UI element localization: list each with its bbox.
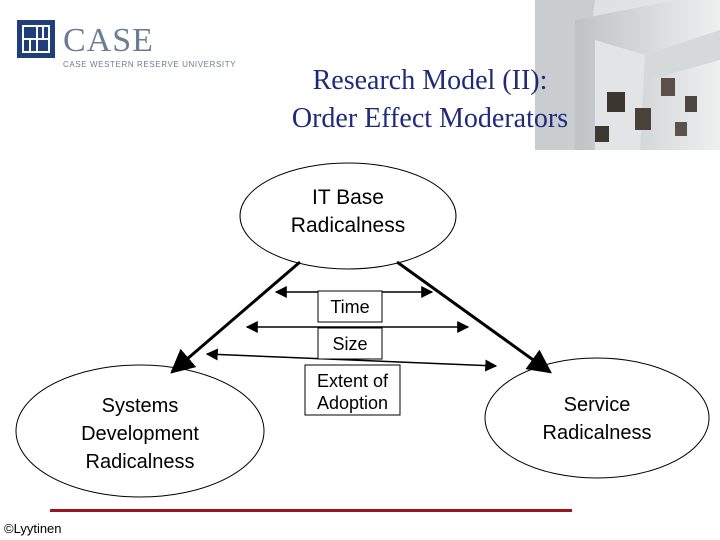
arrow-it-to-service	[396, 260, 552, 374]
adoption-box	[304, 364, 401, 416]
title-line-2: Order Effect Moderators	[291, 103, 569, 134]
service-label-line-2: Radicalness	[542, 422, 652, 444]
it-base-label-line-2: Radicalness	[290, 214, 406, 237]
systems-dev-ellipse	[15, 364, 265, 498]
adoption-label-line-2: Adoption	[316, 393, 389, 413]
systems-dev-label-line-1: Systems	[101, 395, 179, 417]
footer-divider	[50, 509, 572, 512]
time-label: Time	[319, 296, 381, 318]
slide-title: Research Model (II): Order Effect Modera…	[255, 62, 605, 138]
size-label: Size	[319, 333, 381, 355]
case-logo-mark-icon	[17, 20, 55, 58]
systems-dev-label-line-3: Radicalness	[85, 451, 195, 473]
logo-wordmark: CASE	[63, 22, 154, 59]
systems-dev-label: Systems Development Radicalness	[40, 392, 240, 476]
it-base-label-line-1: IT Base	[312, 186, 384, 209]
copyright-text: ©Lyytinen	[4, 521, 62, 536]
arrow-it-to-systems	[170, 260, 301, 374]
adoption-label-line-1: Extent of	[316, 371, 389, 391]
building-photo	[535, 0, 720, 150]
systems-dev-label-line-2: Development	[81, 423, 199, 445]
it-base-ellipse	[239, 162, 457, 270]
it-base-label: IT Base Radicalness	[258, 184, 438, 240]
title-line-1: Research Model (II):	[312, 65, 548, 96]
service-label: Service Radicalness	[507, 391, 687, 447]
service-label-line-1: Service	[563, 394, 631, 416]
logo-subtitle: CASE WESTERN RESERVE UNIVERSITY	[63, 60, 237, 69]
adoption-label: Extent of Adoption	[306, 370, 399, 414]
service-ellipse	[484, 357, 710, 479]
case-logo: CASE CASE WESTERN RESERVE UNIVERSITY	[17, 20, 236, 70]
adoption-moderator-arrow	[205, 348, 498, 372]
